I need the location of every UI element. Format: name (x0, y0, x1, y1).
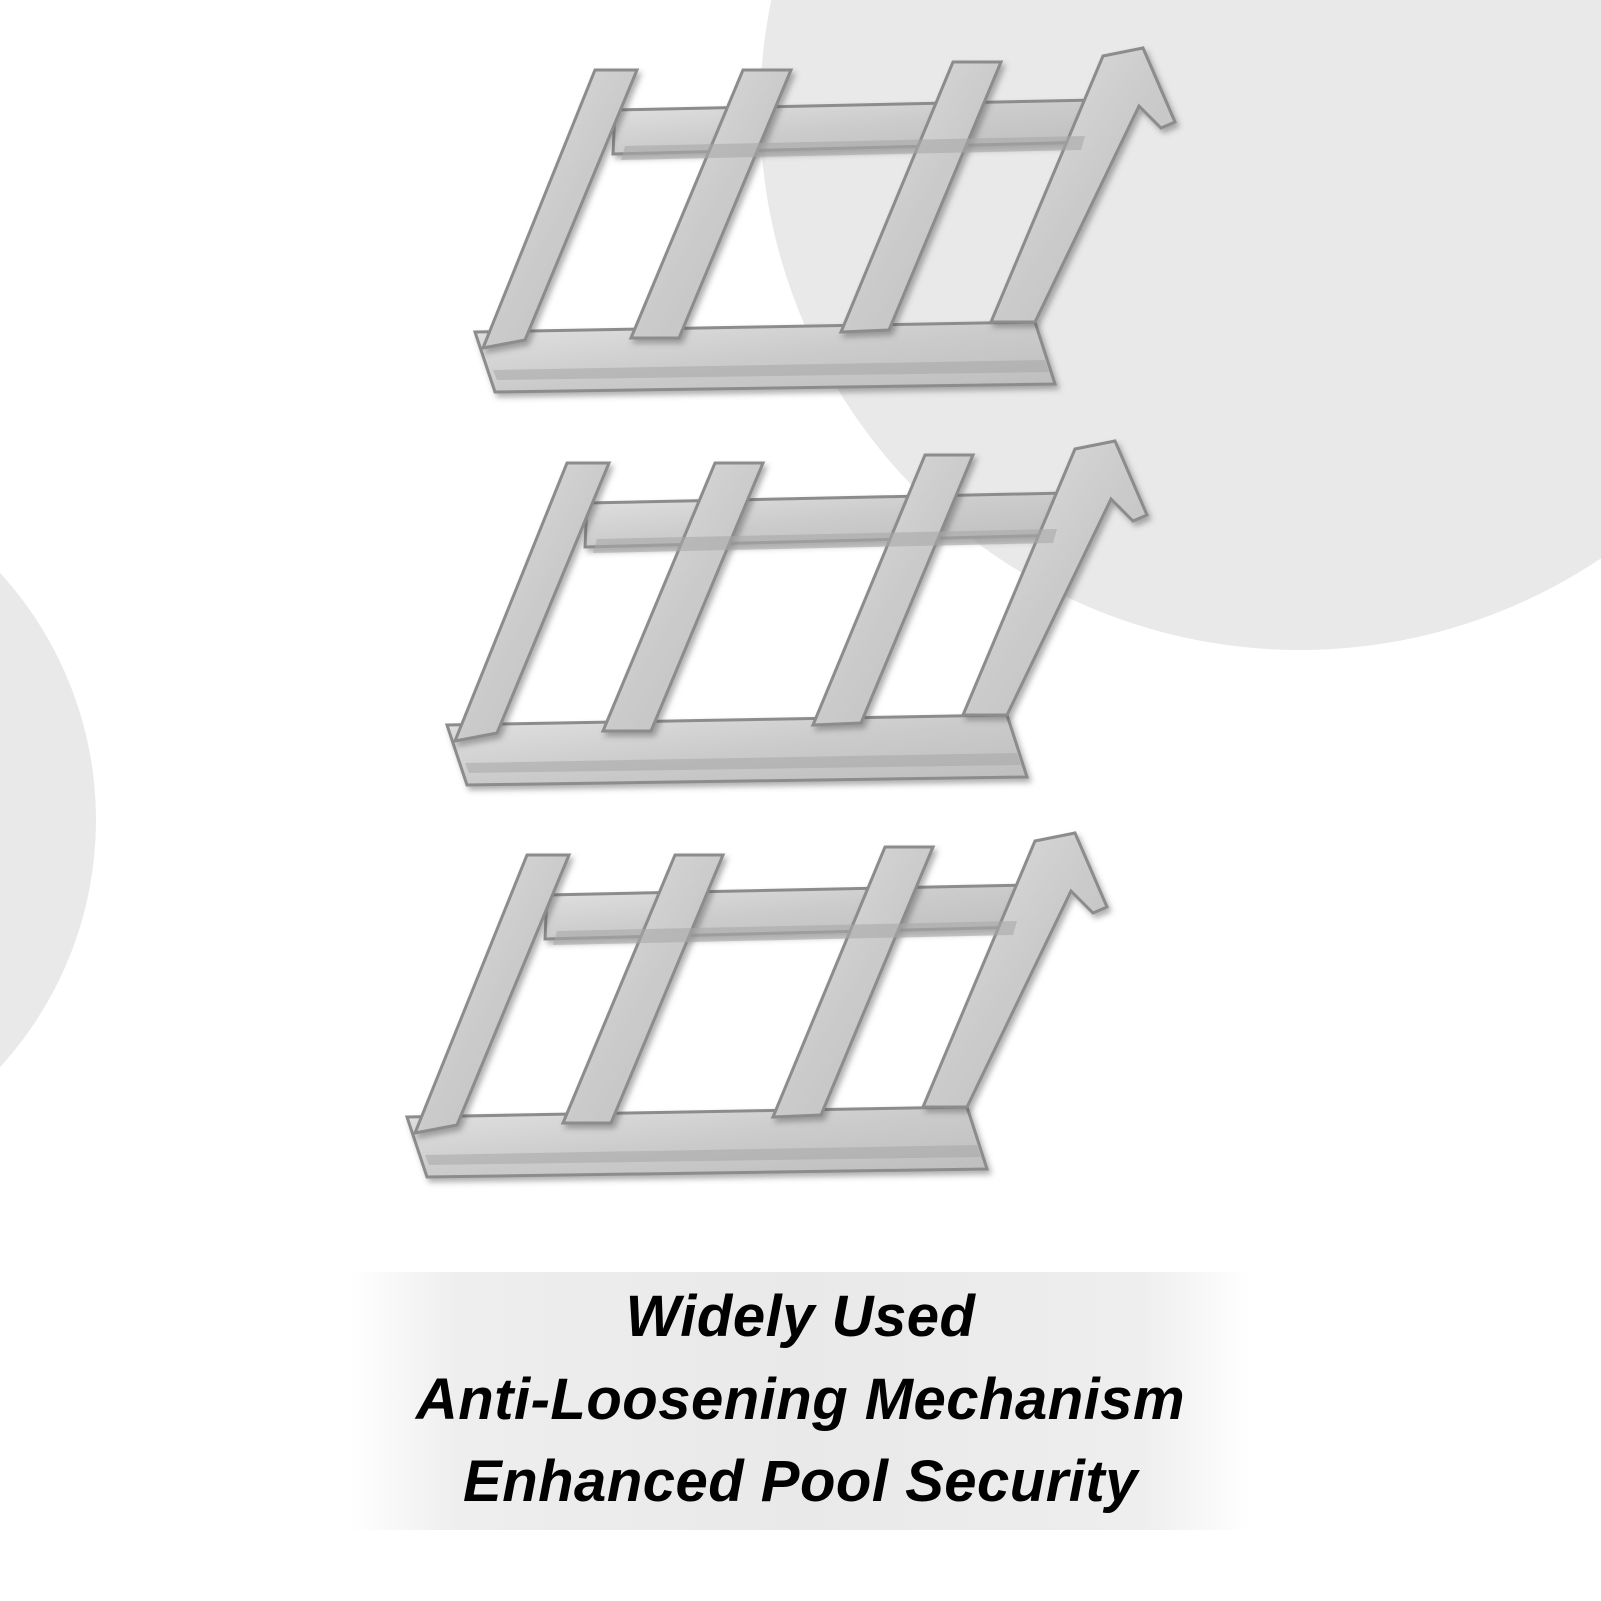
background-circle-large (760, 0, 1601, 650)
clip-image-3 (407, 833, 1107, 1177)
background-circle-small (0, 573, 96, 1067)
caption-band (350, 1272, 1250, 1530)
clip-image-2 (447, 441, 1147, 785)
caption-line-anti-loosening: Anti-Loosening Mechanism (415, 1367, 1186, 1432)
caption-line-pool-security: Enhanced Pool Security (463, 1449, 1138, 1514)
caption-line-widely-used: Widely Used (625, 1284, 976, 1349)
